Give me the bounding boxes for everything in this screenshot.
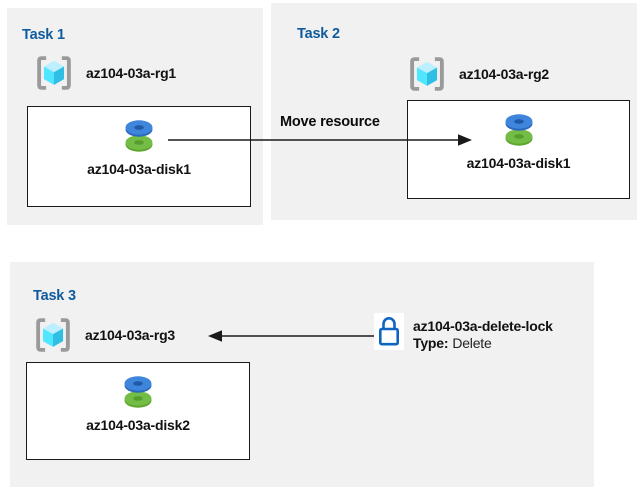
task2-disk-box: az104-03a-disk1 [407,100,630,199]
task3-disk-box: az104-03a-disk2 [26,362,250,460]
task2-resource-group: az104-03a-rg2 [406,53,549,95]
task1-disk-box: az104-03a-disk1 [27,106,251,207]
task3-resource-group-label: az104-03a-rg3 [85,327,176,343]
disk-icon [120,116,158,156]
task2-resource-group-label: az104-03a-rg2 [459,66,550,82]
resource-group-icon [406,53,448,95]
disk-icon [119,372,157,412]
task3-resource-group: az104-03a-rg3 [32,314,175,356]
task1-disk-label: az104-03a-disk1 [87,161,191,177]
task2-title: Task 2 [297,26,340,43]
task2-disk-label: az104-03a-disk1 [466,155,571,171]
task3-title: Task 3 [33,288,76,305]
move-resource-label: Move resource [280,114,380,130]
task1-title: Task 1 [22,27,65,44]
task3-panel: Task 3 az104-03a-rg3 az104-03a-disk2 az1… [10,262,594,487]
resource-group-icon [33,52,75,94]
lock-type-value: Delete [452,335,492,351]
task1-resource-group: az104-03a-rg1 [33,52,176,94]
disk-icon [500,110,538,150]
task1-resource-group-label: az104-03a-rg1 [86,65,177,81]
lock-type-label: Type: [413,335,449,351]
task2-panel: Task 2 az104-03a-rg2 az104-03a-disk1 [271,3,637,220]
resource-group-icon [32,314,74,356]
lock-icon [374,313,404,350]
delete-lock-annotation: az104-03a-delete-lock Type:Delete [374,313,553,353]
task3-disk-label: az104-03a-disk2 [86,417,190,433]
task1-panel: Task 1 az104-03a-rg1 az104-03a-disk1 [7,8,263,225]
delete-lock-type: Type:Delete [413,335,492,351]
delete-lock-name: az104-03a-delete-lock [413,318,553,334]
